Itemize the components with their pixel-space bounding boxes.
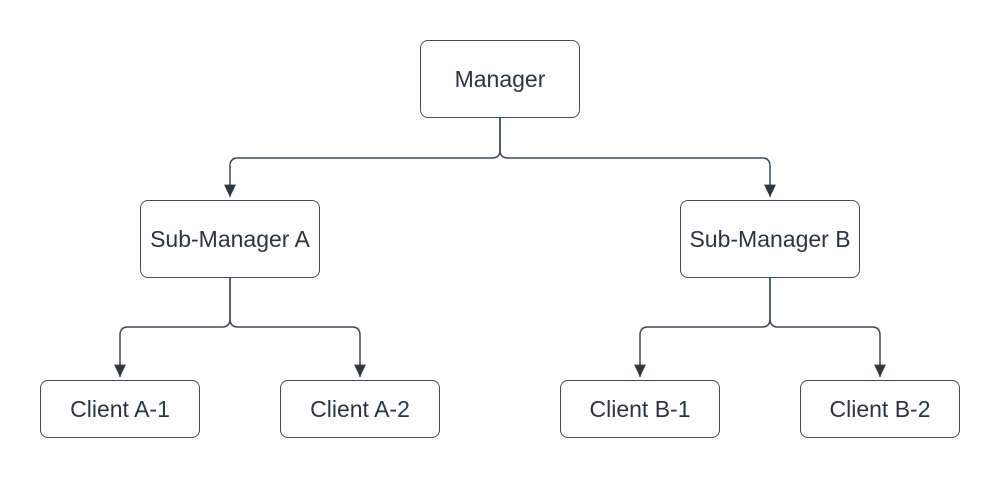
edge-manager-to-sub-b (499, 118, 776, 197)
org-node-sub-manager-b-label: Sub-Manager B (689, 225, 851, 252)
org-node-sub-manager-a-label: Sub-Manager A (150, 225, 310, 252)
org-node-client-a2-label: Client A-2 (310, 395, 410, 422)
org-node-manager-label: Manager (454, 65, 546, 92)
org-node-client-b1-label: Client B-1 (589, 395, 691, 422)
org-node-sub-manager-a[interactable]: Sub-Manager A (140, 200, 320, 278)
edge-sub-a-to-client-a1 (114, 278, 231, 377)
org-node-client-a2[interactable]: Client A-2 (280, 380, 440, 438)
edge-manager-to-sub-a (224, 118, 501, 197)
org-node-client-b1[interactable]: Client B-1 (560, 380, 720, 438)
org-node-client-b2-label: Client B-2 (829, 395, 931, 422)
org-node-client-b2[interactable]: Client B-2 (800, 380, 960, 438)
org-node-manager[interactable]: Manager (420, 40, 580, 118)
edge-sub-a-to-client-a2 (229, 278, 366, 377)
org-node-client-a1[interactable]: Client A-1 (40, 380, 200, 438)
edge-sub-b-to-client-b2 (769, 278, 886, 377)
org-node-sub-manager-b[interactable]: Sub-Manager B (680, 200, 860, 278)
org-node-client-a1-label: Client A-1 (70, 395, 170, 422)
edge-sub-b-to-client-b1 (634, 278, 771, 377)
